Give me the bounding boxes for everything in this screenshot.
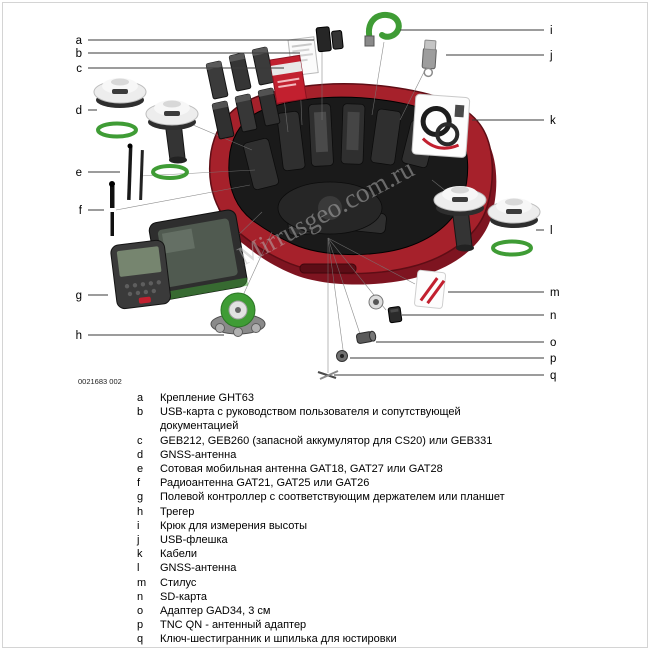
- controller-holder: [148, 209, 249, 301]
- legend-item-text: Стилус: [160, 576, 197, 589]
- legend-item-text: USB-карта с руководством пользователя и …: [160, 406, 461, 433]
- legend-item-text: Полевой контроллер с соответствующим дер…: [160, 491, 505, 504]
- antenna-green-ring: [96, 121, 138, 139]
- legend-item-letter: c: [137, 434, 143, 447]
- legend-item-letter: l: [137, 562, 140, 575]
- legend-row-n: n SD-карта: [137, 590, 617, 604]
- field-controller: [110, 239, 171, 310]
- gnss-antenna-right-2: [487, 198, 541, 228]
- antenna-green-ring: [151, 164, 189, 180]
- callout-letter-f: f: [79, 205, 83, 217]
- legend-item-letter: k: [137, 548, 143, 561]
- tribrach: [210, 292, 266, 337]
- legend-row-o: o Адаптер GAD34, 3 см: [137, 604, 617, 618]
- legend-row-i: i Крюк для измерения высоты: [137, 519, 617, 533]
- legend-row-c: c GEB212, GEB260 (запасной аккумулятор дл…: [137, 434, 617, 448]
- legend-item-text: Ключ-шестигранник и шпилька для юстировк…: [160, 633, 397, 646]
- callout-letter-n: n: [550, 310, 556, 322]
- callout-letter-p: p: [550, 353, 556, 365]
- legend-item-letter: i: [137, 519, 140, 532]
- callout-letter-a: a: [76, 35, 83, 47]
- legend-row-h: h Трегер: [137, 505, 617, 519]
- gad34-adapter: [355, 330, 377, 344]
- legend-item-letter: q: [137, 633, 144, 646]
- callout-letter-j: j: [549, 50, 553, 62]
- legend-item-text: Сотовая мобильная антенна GAT18, GAT27 и…: [160, 463, 443, 476]
- legend-item-text: Крепление GHT63: [160, 392, 254, 404]
- legend-item-letter: h: [137, 505, 144, 518]
- legend-item-text: Крюк для измерения высоты: [160, 519, 308, 532]
- round-adapter: [368, 294, 384, 310]
- legend-item-text: Адаптер GAD34, 3 см: [160, 605, 271, 618]
- legend-item-text: TNC QN - антенный адаптер: [160, 619, 307, 632]
- callout-letter-o: o: [550, 337, 556, 349]
- legend-item-letter: d: [137, 448, 144, 461]
- ght63-mount: [315, 26, 344, 53]
- legend-item-letter: e: [137, 463, 144, 476]
- legend-item-text: SD-карта: [160, 590, 208, 603]
- legend-item-text: Радиоантенна GAT21, GAT25 или GAT26: [160, 477, 370, 490]
- usb-stick: [421, 39, 437, 78]
- radio-antenna: [109, 181, 115, 236]
- sd-card: [387, 306, 403, 324]
- cables: [411, 93, 471, 158]
- callout-letter-l: l: [550, 225, 553, 237]
- antenna-green-ring: [491, 239, 533, 257]
- legend-item-text: GEB212, GEB260 (запасной аккумулятор для…: [160, 434, 493, 447]
- gnss-antenna-left-2: [145, 100, 199, 164]
- figure-code: 0021683 002: [78, 377, 122, 385]
- height-hook: [364, 11, 402, 47]
- legend-item-text: USB-флешка: [160, 534, 228, 547]
- callout-letter-g: g: [76, 290, 82, 302]
- legend-item-text: Кабели: [160, 548, 198, 561]
- legend-item-letter: j: [137, 534, 140, 547]
- callout-letter-e: e: [76, 167, 82, 179]
- legend-item-letter: b: [137, 406, 144, 419]
- legend-row-k: k Кабели: [137, 547, 617, 561]
- legend-row-l: l GNSS-антенна: [137, 561, 617, 575]
- legend-item-text: GNSS-антенна: [160, 448, 237, 461]
- legend-row-e: e Сотовая мобильная антенна GAT18, GAT27 …: [137, 462, 617, 476]
- callout-letter-q: q: [550, 370, 556, 382]
- legend-item-text: GNSS-антенна: [160, 562, 237, 575]
- legend: a Крепление GHT63 b USB-карта с руководств…: [137, 391, 617, 647]
- callout-letter-b: b: [76, 48, 82, 60]
- legend-item-letter: a: [137, 392, 144, 404]
- callout-letter-k: k: [550, 115, 556, 127]
- cellular-antennas: [127, 143, 144, 201]
- legend-row-a: a Крепление GHT63: [137, 391, 617, 405]
- legend-row-b: b USB-карта с руководством пользователя и…: [137, 405, 617, 433]
- callout-letter-i: i: [550, 25, 553, 37]
- callout-letter-m: m: [550, 287, 560, 299]
- hex-key-and-pin: [317, 370, 339, 380]
- legend-item-letter: f: [137, 477, 141, 490]
- callout-lines: [88, 29, 544, 376]
- callout-letter-d: d: [76, 105, 82, 117]
- legend-item-letter: g: [137, 491, 144, 504]
- gnss-antenna-left-1: [93, 78, 147, 108]
- tnc-qn-adapter: [336, 350, 348, 362]
- legend-item-letter: p: [137, 619, 144, 632]
- legend-item-text: Трегер: [160, 505, 195, 518]
- legend-row-q: q Ключ-шестигранник и шпилька для юстиров…: [137, 632, 617, 646]
- legend-item-letter: o: [137, 605, 144, 618]
- legend-row-m: m Стилус: [137, 576, 617, 590]
- batteries: [205, 46, 281, 140]
- legend-row-g: g Полевой контроллер с соответствующим де…: [137, 490, 617, 504]
- gnss-antenna-right-1: [433, 186, 487, 252]
- stylus: [414, 269, 447, 309]
- legend-item-letter: m: [137, 576, 147, 589]
- legend-item-letter: n: [137, 590, 144, 603]
- legend-row-j: j USB-флешка: [137, 533, 617, 547]
- callout-letter-h: h: [76, 330, 82, 342]
- callout-letter-c: c: [76, 63, 82, 75]
- exploded-parts-diagram: Mirrusgeo.com.ru a b c d: [76, 11, 560, 385]
- legend-row-p: p TNC QN - антенный адаптер: [137, 618, 617, 632]
- legend-row-d: d GNSS-антенна: [137, 448, 617, 462]
- legend-row-f: f Радиоантенна GAT21, GAT25 или GAT26: [137, 476, 617, 490]
- red-manual-box: [269, 54, 308, 105]
